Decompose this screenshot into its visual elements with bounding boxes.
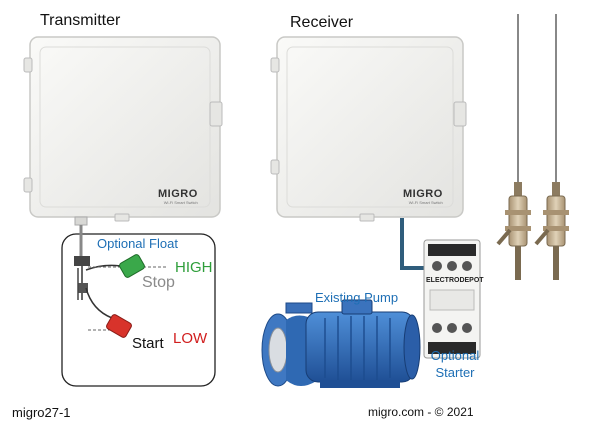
low-float bbox=[106, 314, 132, 338]
level-probe-left bbox=[496, 14, 531, 280]
level-probe-right bbox=[534, 14, 569, 280]
optional-starter-line1: Optional bbox=[430, 348, 480, 363]
receiver-brand-subtitle: Wi-Fi Smart Switch bbox=[408, 200, 443, 205]
high-float bbox=[119, 254, 145, 278]
transmitter-brand-name: MIGRO bbox=[158, 188, 198, 200]
receiver-brand-name: MIGRO bbox=[403, 188, 443, 200]
receiver-label: Receiver bbox=[290, 14, 354, 31]
transmitter-label: Transmitter bbox=[40, 12, 121, 29]
stop-label: Stop bbox=[142, 274, 175, 291]
low-label: LOW bbox=[173, 330, 208, 347]
receiver-starter-cable bbox=[400, 218, 424, 270]
optional-starter-label: Optional Starter bbox=[427, 348, 483, 380]
optional-starter-line2: Starter bbox=[435, 365, 475, 380]
start-label: Start bbox=[132, 335, 164, 352]
transmitter-enclosure bbox=[23, 36, 223, 226]
existing-pump-label: Existing Pump bbox=[315, 290, 399, 305]
copyright-notice: migro.com - © 2021 bbox=[368, 405, 474, 419]
figure-id: migro27-1 bbox=[12, 405, 71, 420]
float-assembly-frame bbox=[61, 233, 216, 387]
receiver-brand-logo: MIGRO Wi-Fi Smart Switch bbox=[403, 188, 443, 205]
transmitter-brand-subtitle: Wi-Fi Smart Switch bbox=[163, 200, 198, 205]
float-switch-assembly bbox=[74, 225, 168, 331]
starter-illustration bbox=[423, 239, 481, 359]
optional-float-label: Optional Float bbox=[97, 236, 178, 251]
high-label: HIGH bbox=[175, 259, 213, 276]
starter-brand-label: ELECTRODEPOT bbox=[426, 277, 484, 284]
pump-illustration bbox=[261, 299, 421, 388]
receiver-enclosure bbox=[270, 36, 467, 222]
transmitter-brand-logo: MIGRO Wi-Fi Smart Switch bbox=[158, 188, 198, 205]
